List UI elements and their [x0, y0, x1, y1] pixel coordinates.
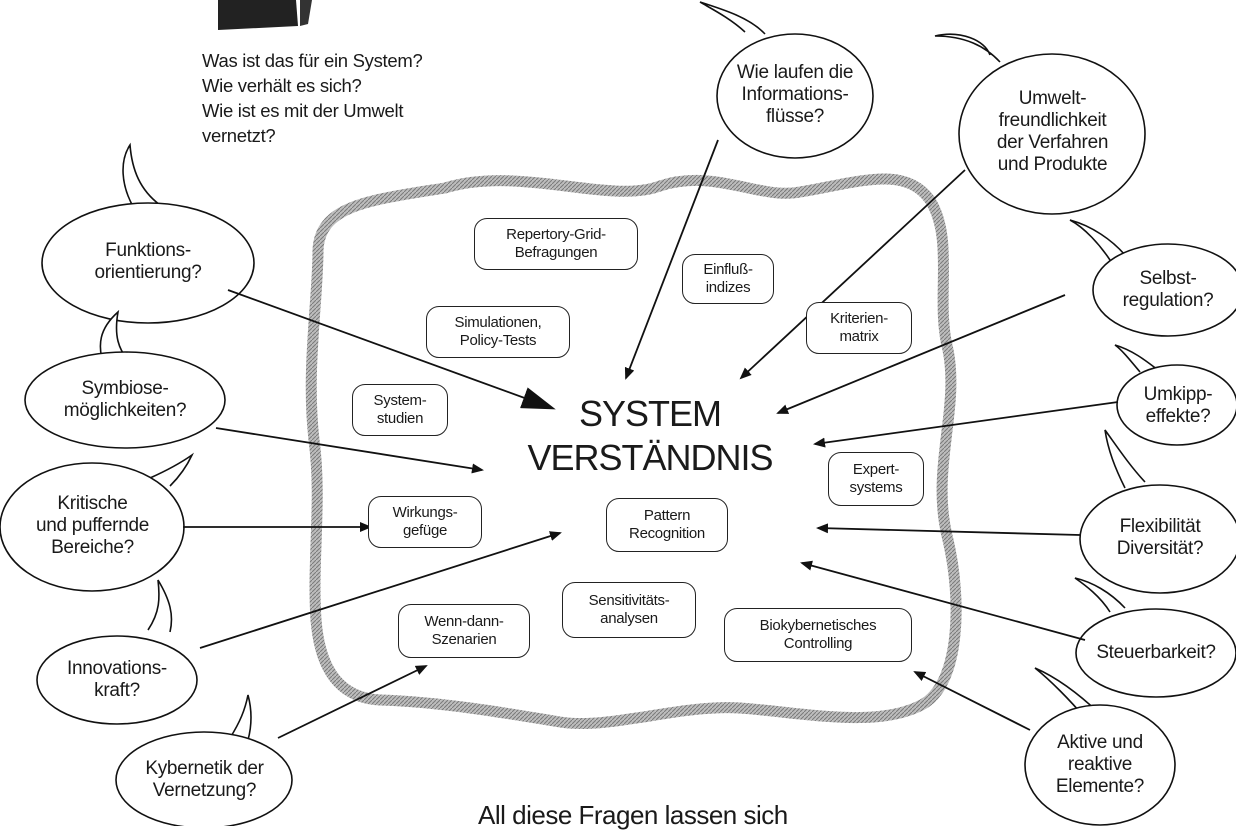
bubble-umweltfreundlichkeit — [934, 33, 1146, 215]
bubble-label-kritische-bereiche: Kritische und puffernde Bereiche? — [35, 493, 150, 558]
bubble-label-symbiose: Symbiose- möglichkeiten? — [63, 378, 187, 421]
arrow-steuerbarkeit — [800, 560, 1086, 641]
bubble-funktionsorientierung — [41, 142, 255, 324]
bubble-label-informationsfluesse: Wie laufen die Informations- flüsse? — [736, 62, 854, 127]
arrow-innovationskraft — [199, 531, 562, 649]
arrow-funktionsorientierung — [227, 289, 556, 410]
bubble-label-funktionsorientierung: Funktions- orientierung? — [94, 240, 202, 283]
header-questions: Was ist das für ein System? Wie verhält … — [202, 48, 423, 148]
bubble-kybernetik — [115, 694, 293, 826]
arrow-umweltfreundlichkeit — [739, 169, 966, 380]
bubble-kritische-bereiche — [0, 452, 194, 592]
arrow-flexibilitaet — [816, 523, 1081, 536]
bubble-label-aktive-elemente: Aktive und reaktive Elemente? — [1055, 732, 1145, 797]
method-systemstudien: System- studien — [352, 384, 448, 436]
bubble-label-innovationskraft: Innovations- kraft? — [67, 658, 167, 701]
bubble-steuerbarkeit — [1074, 577, 1236, 698]
method-repertory-grid: Repertory-Grid- Befragungen — [474, 218, 638, 270]
bubble-label-umweltfreundlichkeit: Umwelt- freundlichkeit der Verfahren und… — [996, 88, 1109, 175]
method-sensitivitaetsanalysen: Sensitivitäts- analysen — [562, 582, 696, 638]
arrow-aktive-elemente — [913, 671, 1031, 731]
question-line: Wie verhält es sich? — [202, 75, 362, 96]
method-einfluss-indizes: Einfluß- indizes — [682, 254, 774, 304]
bubble-informationsfluesse — [699, 1, 874, 159]
bubble-label-selbstregulation: Selbst- regulation? — [1122, 268, 1214, 311]
arrow-kybernetik — [277, 665, 428, 739]
bubble-label-umkippeffekte: Umkipp- effekte? — [1143, 384, 1213, 427]
footer-text: All diese Fragen lassen sich — [478, 800, 788, 830]
center-title-line2: VERSTÄNDNIS — [527, 437, 773, 478]
top-image-fragment — [218, 0, 312, 30]
arrow-umkippeffekte — [813, 401, 1119, 448]
system-boundary — [305, 173, 962, 730]
arrow-symbiose — [215, 427, 484, 474]
bubble-aktive-elemente — [1024, 667, 1176, 826]
method-expertsystems: Expert- systems — [828, 452, 924, 506]
method-biokybernetisches-controlling: Biokybernetisches Controlling — [724, 608, 912, 662]
question-line: Was ist das für ein System? — [202, 50, 423, 71]
method-pattern-recognition: Pattern Recognition — [606, 498, 728, 552]
center-title-line1: SYSTEM — [578, 393, 722, 434]
arrow-selbstregulation — [776, 294, 1066, 414]
bubble-label-steuerbarkeit: Steuerbarkeit? — [1096, 642, 1216, 663]
bubble-umkippeffekte — [1114, 344, 1236, 446]
bubble-flexibilitaet — [1079, 429, 1236, 594]
bubble-symbiose — [24, 309, 226, 449]
method-wirkungsgefuege: Wirkungs- gefüge — [368, 496, 482, 548]
bubble-innovationskraft — [36, 579, 198, 725]
method-kriterienmatrix: Kriterien- matrix — [806, 302, 912, 354]
bubble-label-kybernetik: Kybernetik der Vernetzung? — [145, 758, 264, 801]
bubble-label-flexibilitaet: Flexibilität Diversität? — [1116, 516, 1204, 559]
question-line: Wie ist es mit der Umwelt — [202, 100, 404, 121]
bubble-selbstregulation — [1069, 219, 1236, 337]
center-title: SYSTEM VERSTÄNDNIS — [520, 392, 780, 480]
method-simulationen: Simulationen, Policy-Tests — [426, 306, 570, 358]
question-line: vernetzt? — [202, 125, 276, 146]
arrow-informationsfluesse — [624, 139, 719, 380]
method-wenn-dann: Wenn-dann- Szenarien — [398, 604, 530, 658]
